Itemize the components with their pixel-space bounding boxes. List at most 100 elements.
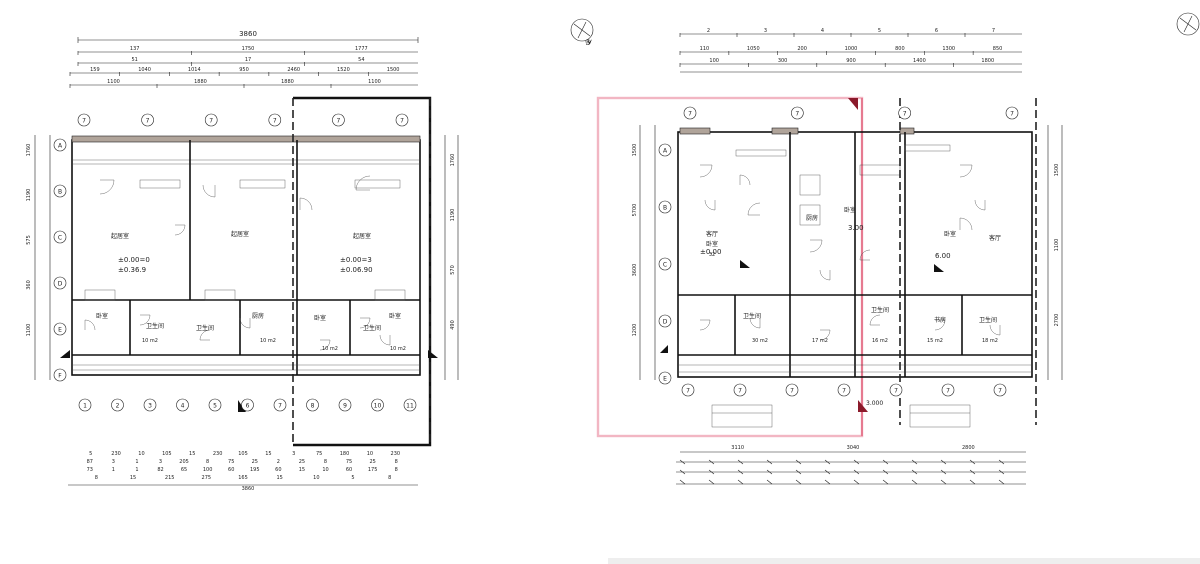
door-swing-icon: [174, 224, 186, 236]
axis-bubble: [273, 398, 287, 412]
elevation-4: ±0.06.90: [340, 266, 373, 274]
axis-bubble-label: 7: [1010, 111, 1014, 118]
room-label: 卫生间: [743, 312, 761, 320]
dimension-text: 1880: [194, 79, 207, 85]
room-label: 卫生间: [363, 324, 381, 332]
dimension-text: 15: [265, 451, 271, 457]
axis-bubble-label: 8: [311, 403, 315, 410]
dimension-text: 1100: [26, 324, 32, 337]
door-swing-icon: [99, 179, 115, 195]
dimension-text: 850: [993, 46, 1003, 52]
axis-bubble: [791, 106, 804, 120]
door-swing-icon: [859, 249, 871, 261]
room-label: 卫生间: [979, 316, 997, 324]
dimension-text: 5: [89, 451, 92, 457]
dimension-text: 6: [935, 28, 938, 34]
dimension-text: 60: [346, 467, 352, 473]
left-walls: [71, 135, 421, 376]
axis-bubble-label: 10: [374, 403, 382, 410]
right-walls: [677, 127, 1033, 378]
dimension-text: 575: [26, 235, 32, 245]
dimension-text: 3: [764, 28, 767, 34]
axis-bubble: [111, 398, 124, 412]
axis-bubble-label: 7: [273, 118, 277, 125]
dimension-text: 3040: [847, 445, 860, 451]
dimension-text: 275: [202, 475, 212, 481]
dimension-text: 10: [313, 475, 319, 481]
room-label: 厨房: [252, 312, 264, 320]
door-swing-icon: [299, 197, 313, 211]
axis-bubble-label: B: [58, 189, 62, 196]
axis-bubble: [1005, 106, 1019, 120]
axis-bubble-label: 9: [343, 403, 347, 410]
axis-bubble: [53, 276, 67, 290]
dimension-text: 900: [846, 58, 856, 64]
axis-bubble: [658, 200, 672, 214]
axis-bubble: [204, 113, 218, 127]
dimension-text: 3: [292, 451, 295, 457]
dimension-text: 25: [369, 459, 375, 465]
level-marker-icon: [660, 345, 668, 353]
dimension-text: 2800: [962, 445, 975, 451]
dimension-text: 8: [206, 459, 209, 465]
dimension-text: 3: [112, 459, 115, 465]
dimension-text: 1: [135, 467, 138, 473]
dimension-text: 1000: [845, 46, 858, 52]
dimension-text: 5700: [632, 204, 638, 217]
axis-bubble: [658, 314, 672, 328]
axis-bubble: [143, 398, 157, 412]
dimension-text: 60: [228, 467, 234, 473]
room-label: 卧室: [944, 230, 956, 238]
section-marker-icon: [858, 400, 868, 412]
dimension-text: 205: [179, 459, 189, 465]
dimension-text: 1500: [387, 67, 400, 73]
axis-bubble-label: 5: [213, 403, 217, 410]
door-swing-icon: [869, 314, 881, 326]
dimension-text: 1040: [138, 67, 151, 73]
axis-bubble-label: 7: [146, 118, 150, 125]
axis-bubble-label: 7: [400, 118, 404, 125]
axis-bubble-label: E: [663, 376, 667, 383]
dimension-text: 165: [238, 475, 248, 481]
level-marker-icon: [428, 350, 438, 358]
axis-bubble-label: 7: [688, 111, 692, 118]
axis-bubble: [332, 113, 345, 127]
dimension-text: 1100: [1054, 239, 1060, 252]
door-swing-icon: [749, 317, 761, 329]
dimension-text: 137: [130, 46, 140, 52]
dimension-text: 5: [351, 475, 354, 481]
elevation-3: ±0.00=3: [340, 256, 372, 264]
dimension-text: 1190: [450, 209, 456, 222]
axis-bubble: [53, 184, 67, 198]
elevation-markers-right: ±0.00 3.00 6.00 3.000: [660, 98, 951, 412]
north-arrow-right: [1176, 12, 1200, 36]
axis-bubble: [141, 113, 154, 127]
door-swing-icon: [809, 239, 823, 253]
dimension-text: 73: [87, 467, 93, 473]
dimension-text: 110: [700, 46, 710, 52]
dimension-text: 230: [111, 451, 121, 457]
room-label: 卫生间: [196, 324, 214, 332]
dimension-text: 1: [112, 467, 115, 473]
elevation-1: ±0.00=0: [118, 256, 150, 264]
dimension-text: 87: [87, 459, 93, 465]
axis-bubble-label: 7: [903, 111, 907, 118]
axis-bubble: [395, 113, 409, 127]
dimension-text: 75: [228, 459, 234, 465]
axis-bubble: [658, 257, 672, 271]
door-swing-icon: [819, 269, 831, 281]
door-swing-icon: [959, 217, 973, 231]
dimension-text: 230: [391, 451, 401, 457]
area-label: 10 m2: [390, 346, 406, 352]
dimension-text: 360: [26, 280, 32, 290]
dimension-text: 1190: [26, 189, 32, 202]
